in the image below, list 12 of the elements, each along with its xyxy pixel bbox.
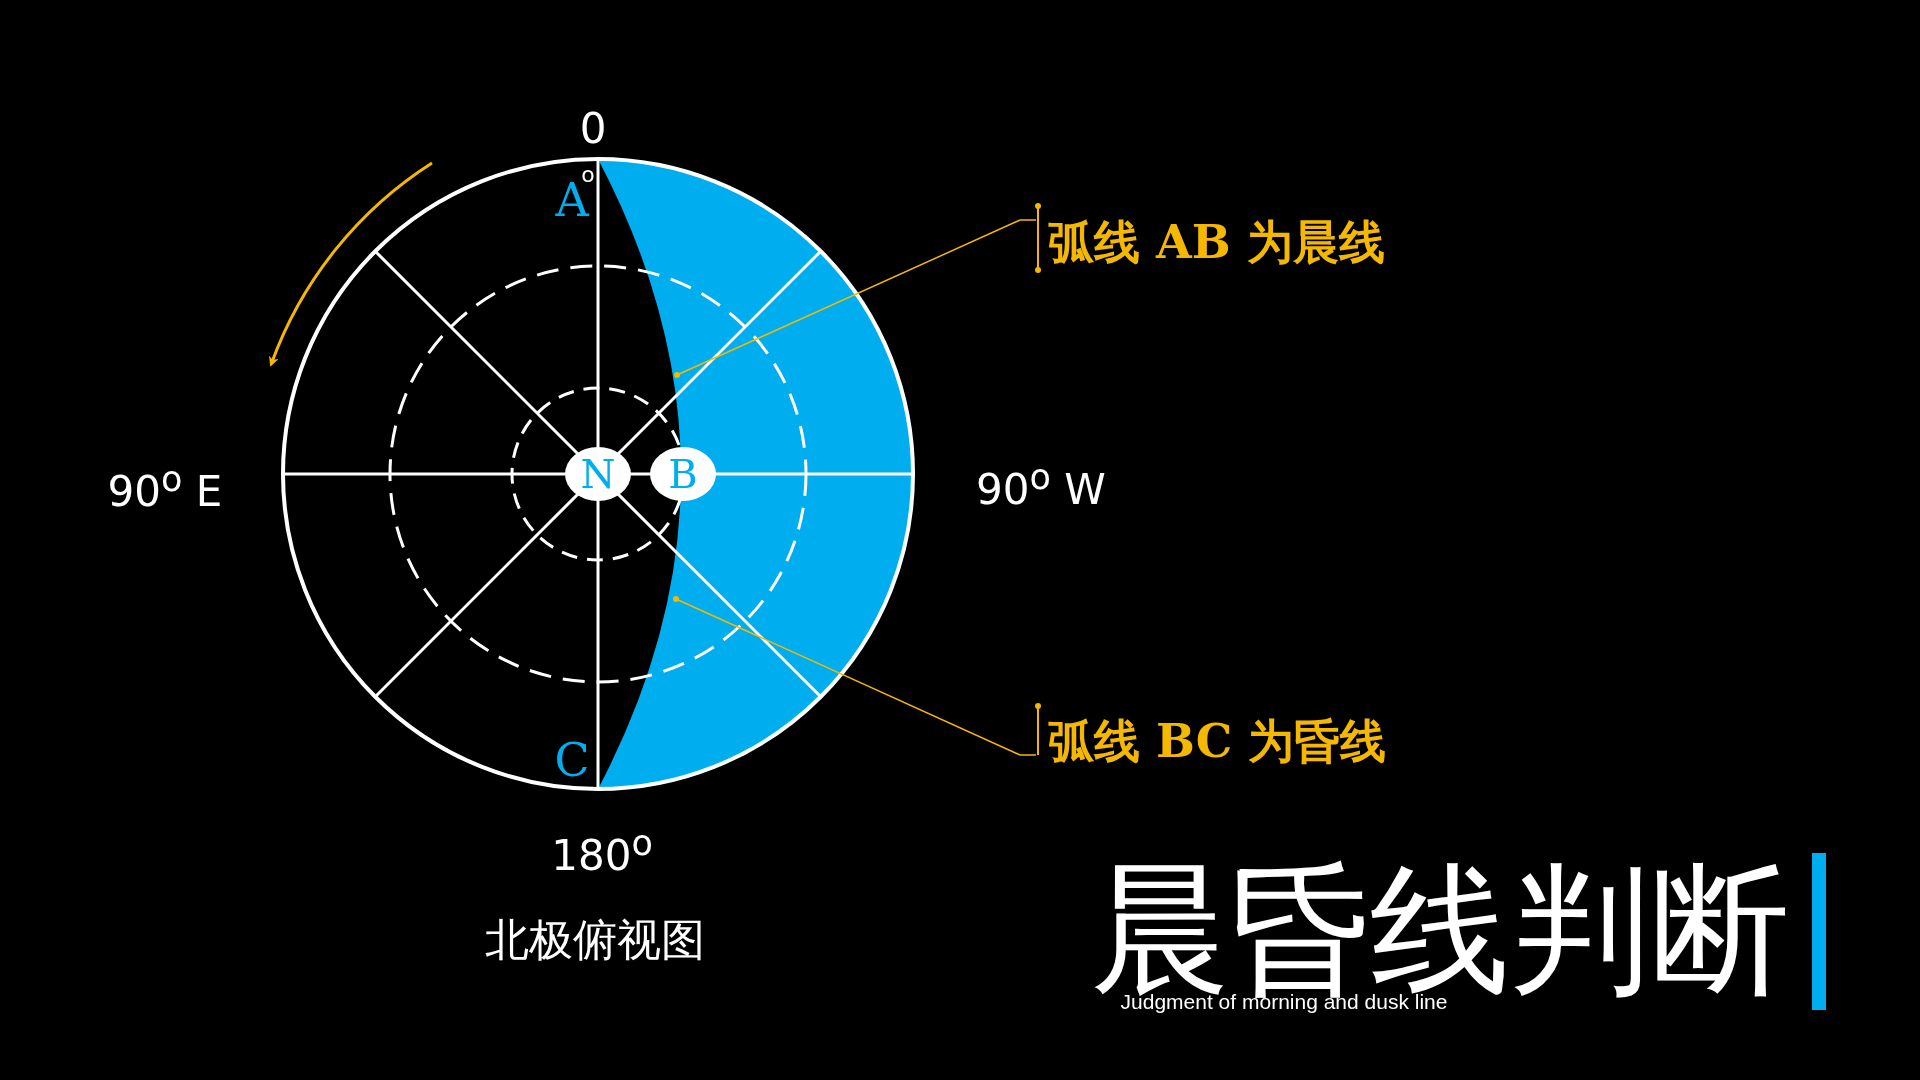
pole-ellipse: N [565,447,631,501]
pole-ellipse: B [650,447,716,501]
figure-caption: 北极俯视图 [485,918,705,962]
point-label: C [554,737,590,783]
leader-line [674,219,1037,378]
longitude-label: 90$^{o}$ W [976,459,1106,511]
longitude-label: 180$^{o}$ [551,825,653,877]
leader-line [673,596,1037,756]
callout-text: 弧线 BC 为昏线 [1048,718,1387,764]
meridian-label: 0 [579,108,607,150]
callout-text: 弧线 AB 为晨线 [1048,219,1385,265]
longitude-label: 90$^{o}$ E [107,461,223,513]
